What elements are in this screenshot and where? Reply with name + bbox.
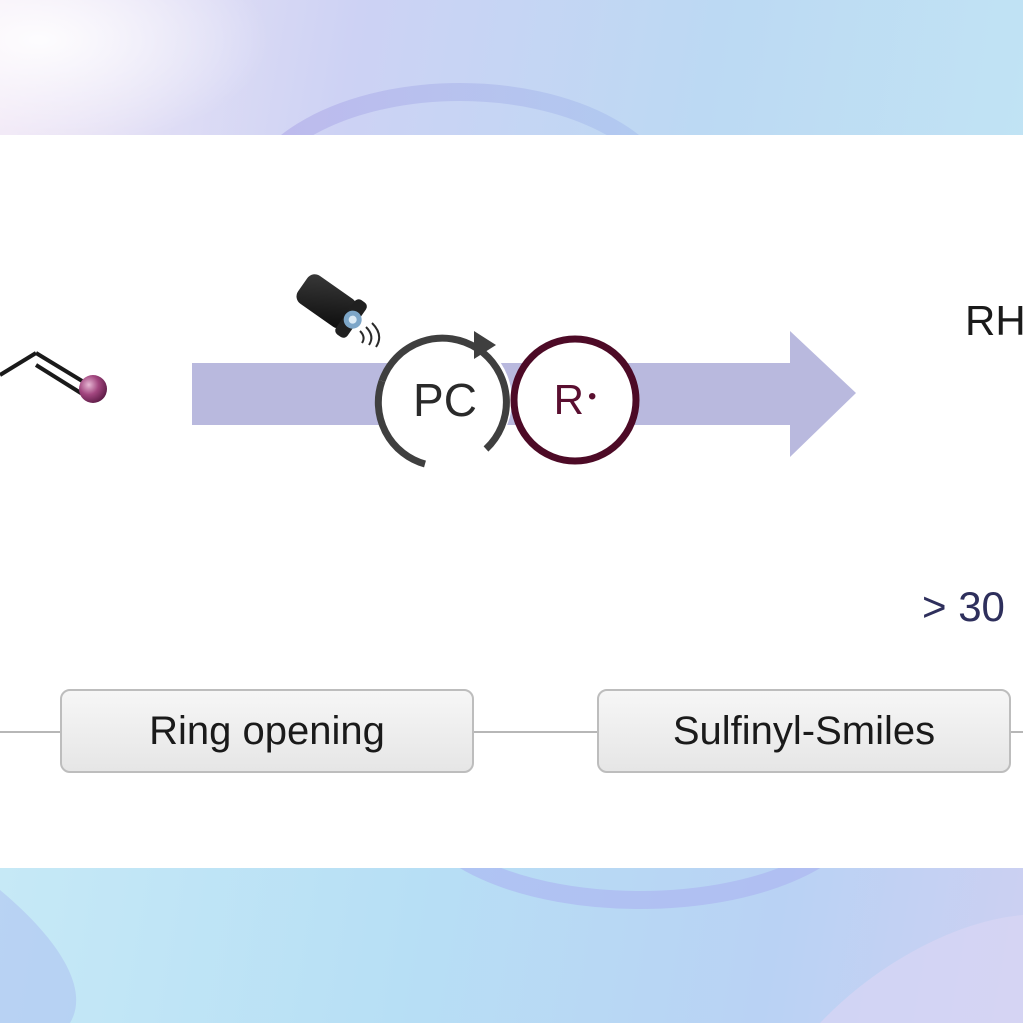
reaction-scheme (0, 274, 856, 468)
radical-dot: • (587, 383, 597, 410)
photocatalyst-label: PC (413, 374, 477, 426)
sphere-substituent-icon (79, 375, 107, 403)
scheme-panel: PC R• RH > 30 Ring opening Sulfinyl-Smil… (0, 135, 1023, 868)
background-wave-left (0, 890, 77, 1023)
step-connector-middle (474, 731, 598, 733)
radical-label: R• (522, 364, 628, 436)
step-ring-opening: Ring opening (60, 689, 474, 773)
radical-symbol: R (553, 376, 584, 423)
step-sulfinyl-smiles: Sulfinyl-Smiles (597, 689, 1011, 773)
step-connector-right (1011, 731, 1023, 733)
cycle-arrow-tail (374, 379, 427, 468)
cycle-arrowhead-icon (474, 331, 496, 359)
background-glow (0, 0, 270, 150)
background-wave-right (820, 915, 1023, 1023)
step-connector-left (0, 731, 62, 733)
alkene-fragment (0, 351, 94, 397)
scope-count-label: > 30 (922, 583, 1005, 630)
flashlight-icon (296, 274, 367, 338)
product-label: RH (965, 297, 1023, 344)
radical-circle (510, 335, 640, 465)
light-waves-icon (359, 322, 381, 348)
